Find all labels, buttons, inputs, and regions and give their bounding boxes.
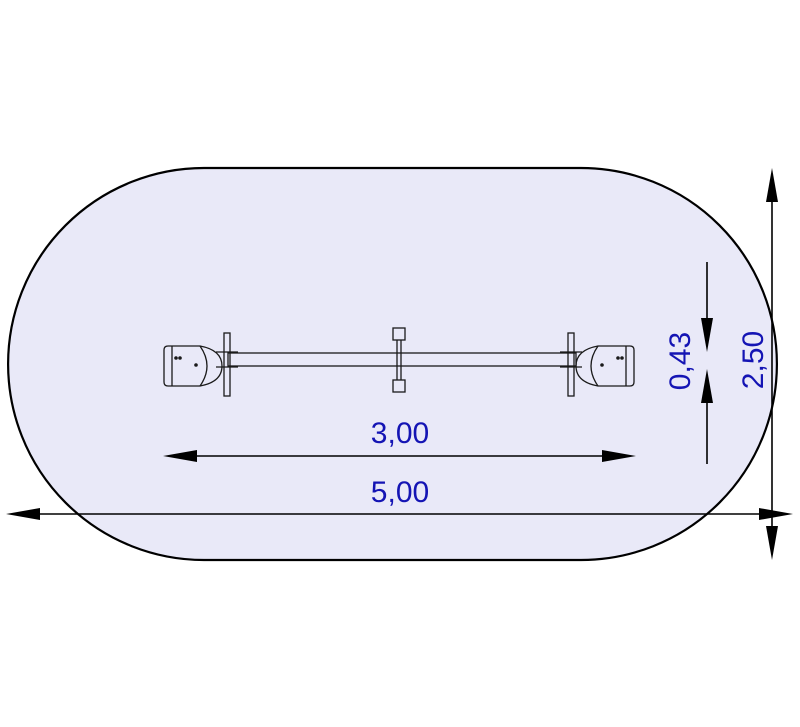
seesaw-pivot: [392, 327, 406, 393]
seesaw-equipment: [163, 327, 635, 397]
dimension-total-length: 5,00: [6, 476, 793, 520]
left-handle: [216, 332, 238, 397]
safety-zone: [6, 166, 779, 562]
right-handle: [560, 332, 582, 397]
dimension-equipment-length: 3,00: [163, 417, 636, 462]
dimension-label-total-width: 2,50: [737, 331, 770, 389]
right-seat: [575, 345, 635, 387]
dimension-total-width: 2,50: [737, 168, 778, 560]
dimension-equipment-width: 0,43: [664, 262, 713, 464]
dimension-label-equipment-length: 3,00: [371, 417, 429, 450]
left-seat: [163, 345, 223, 387]
dimension-label-total-length: 5,00: [371, 476, 429, 509]
seesaw-beam: [227, 352, 577, 367]
dimension-label-equipment-width: 0,43: [664, 332, 697, 390]
